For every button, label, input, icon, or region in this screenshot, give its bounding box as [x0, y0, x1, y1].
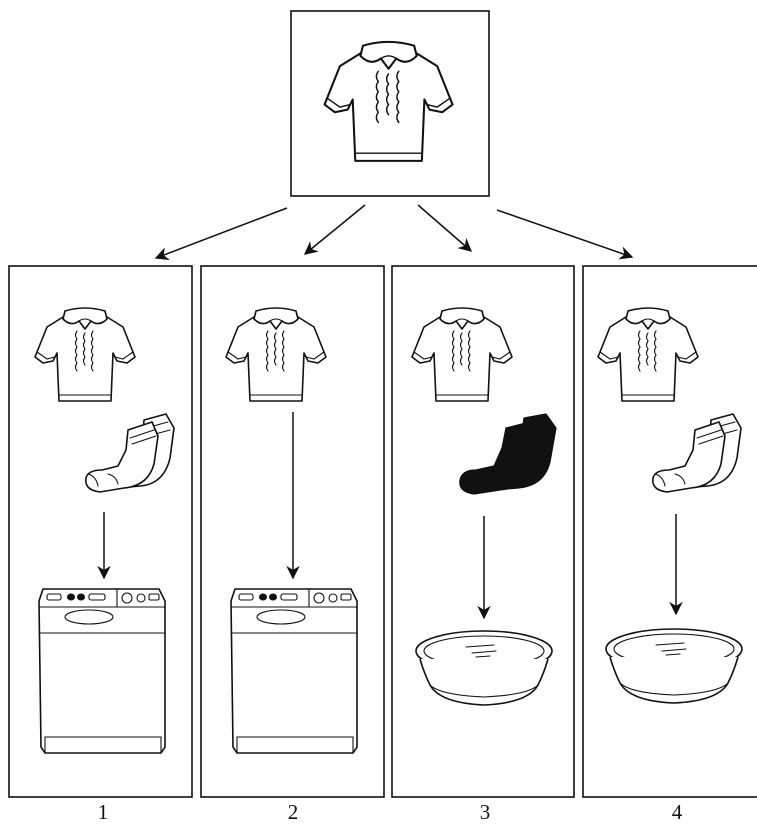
panel-1 — [8, 265, 193, 798]
panel-2 — [200, 265, 385, 798]
arrow-icon — [154, 207, 288, 260]
panel-label-1: 1 — [97, 800, 109, 824]
panel-3 — [391, 265, 575, 798]
branch-arrows — [154, 204, 634, 260]
panel-4 — [582, 265, 757, 798]
washing-machine-icon — [230, 588, 358, 754]
arrow-icon — [303, 204, 366, 255]
panel-label-4: 4 — [671, 800, 683, 824]
panel-label-2: 2 — [287, 800, 299, 824]
top-shirt-box — [290, 10, 490, 197]
arrow-icon — [496, 209, 634, 260]
arrow-icon — [417, 204, 473, 252]
panel-label-3: 3 — [479, 800, 491, 824]
washing-machine-icon — [38, 588, 166, 754]
